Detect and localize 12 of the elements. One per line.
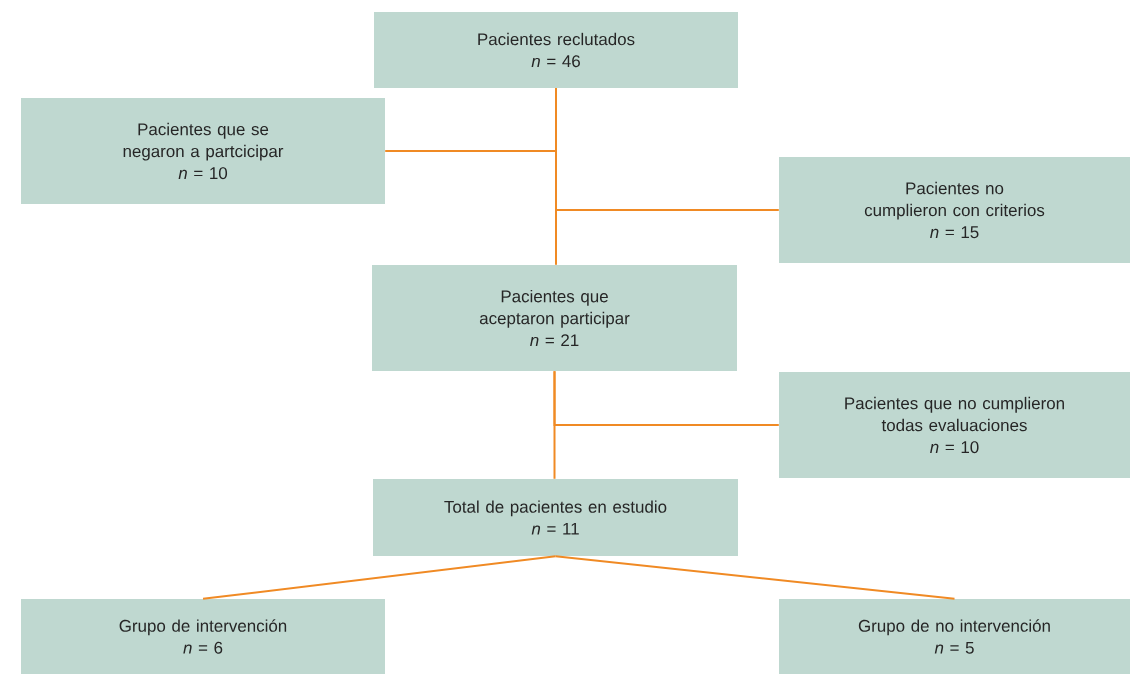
process-box: Pacientes que no cumplieron todas evaluaciones n = 10 [779, 372, 1130, 478]
connector-line [554, 555, 956, 600]
connector-line [202, 555, 557, 600]
process-box: Pacientes que se negaron a partcicipar n = 10 [21, 98, 385, 204]
process-box: Grupo de intervención n = 6 [21, 599, 385, 674]
process-box: Pacientes reclutados n = 46 [374, 12, 738, 88]
process-box: Grupo de no intervención n = 5 [779, 599, 1130, 674]
connector-line [555, 87, 780, 211]
process-box: Total de pacientes en estudio n = 11 [373, 479, 738, 556]
process-box: Pacientes no cumplieron con criterios n = 15 [779, 157, 1130, 263]
connector-line [553, 370, 780, 426]
process-box: Pacientes que aceptaron participar n = 21 [372, 265, 737, 371]
